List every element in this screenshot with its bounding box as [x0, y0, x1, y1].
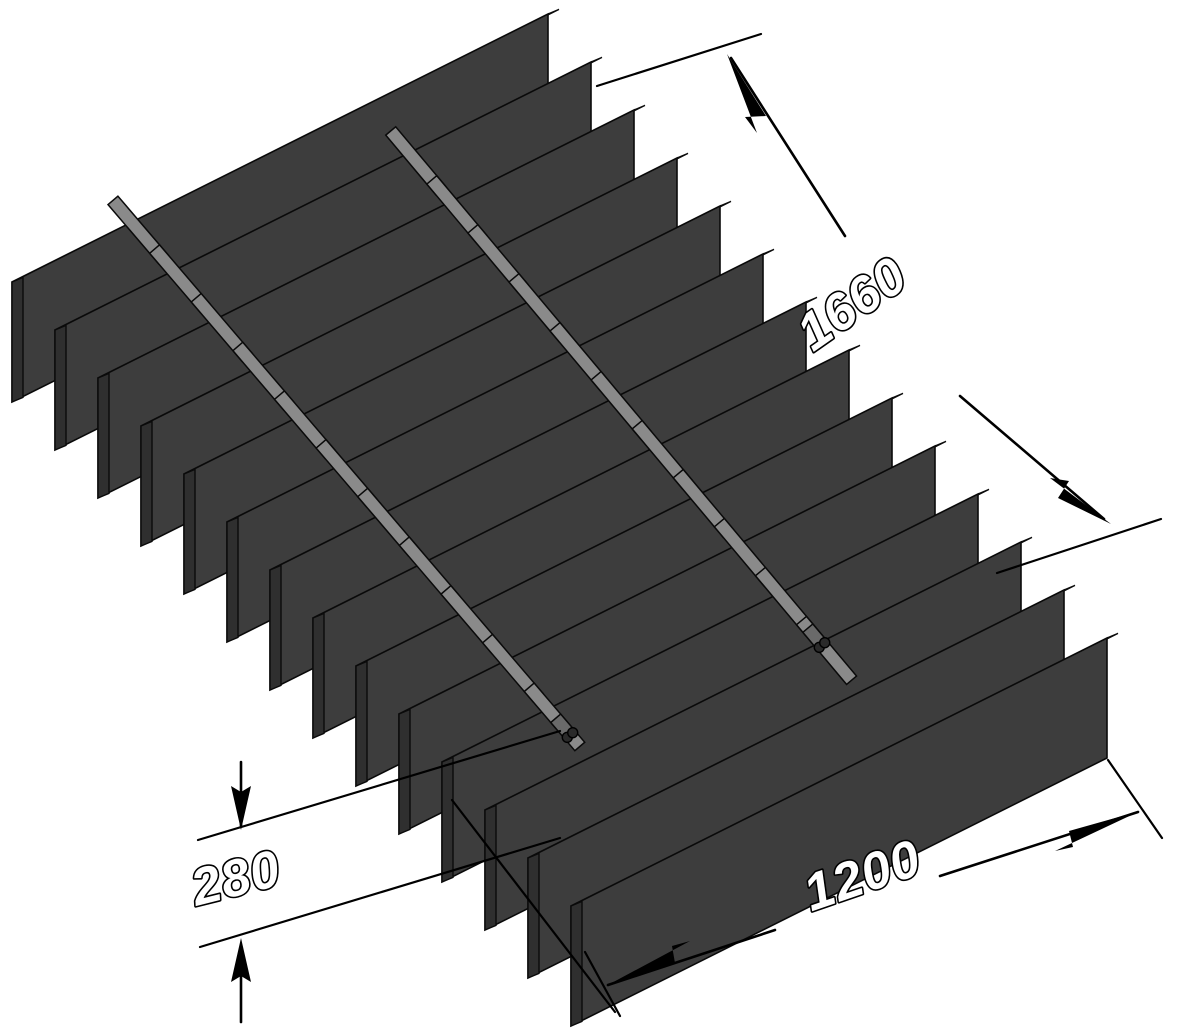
bearing-bar — [570, 632, 1119, 1028]
bearing-bar-end-cap — [11, 276, 24, 404]
arrow-head-1200-right — [1055, 811, 1140, 851]
bearing-bar-end-cap — [140, 420, 153, 548]
bearing-bar-end-cap — [312, 612, 325, 740]
extension-line-280-upper — [196, 729, 562, 842]
arrow-head-1660-bottom — [1050, 478, 1111, 524]
leader-line-front-bar — [450, 798, 617, 1014]
dimension-label-280: 280 — [184, 840, 286, 918]
bearing-bar-end-cap — [269, 564, 282, 692]
extension-line-1660-top — [595, 32, 763, 88]
grating-assembly — [11, 8, 1119, 1028]
bearing-bar-end-cap — [398, 708, 411, 836]
arrow-head-1660-top — [727, 54, 766, 133]
dimension-line-1660-lower — [958, 394, 1106, 521]
arrow-head-280-top — [231, 786, 251, 830]
arrow-head-1200-left — [606, 941, 690, 986]
bearing-bar-end-cap — [97, 372, 110, 500]
bearing-bar-end-cap — [183, 468, 196, 596]
extension-line-1660-bottom — [995, 517, 1163, 575]
cross-rod-end-cap — [549, 712, 579, 744]
extension-line-280-lower — [198, 836, 562, 949]
bearing-bars-layer — [11, 8, 1119, 1028]
bearing-bar-end-cap — [226, 516, 239, 644]
cross-rod-end-cap — [801, 622, 831, 653]
extension-line-1200-left — [583, 950, 622, 1018]
cross-rod-prong — [567, 726, 579, 739]
bearing-bar-end-cap — [355, 660, 368, 788]
dimension-line-1660-upper — [729, 56, 847, 238]
bearing-bar-end-cap — [54, 324, 67, 452]
cross-rod-prong — [819, 637, 831, 649]
bearing-bar-end-cap — [441, 756, 454, 884]
bearing-bar-end-cap — [527, 852, 540, 980]
extension-line-1200-right — [1106, 758, 1164, 840]
bearing-bar-end-cap — [484, 804, 497, 932]
arrow-head-280-bottom — [231, 938, 251, 982]
